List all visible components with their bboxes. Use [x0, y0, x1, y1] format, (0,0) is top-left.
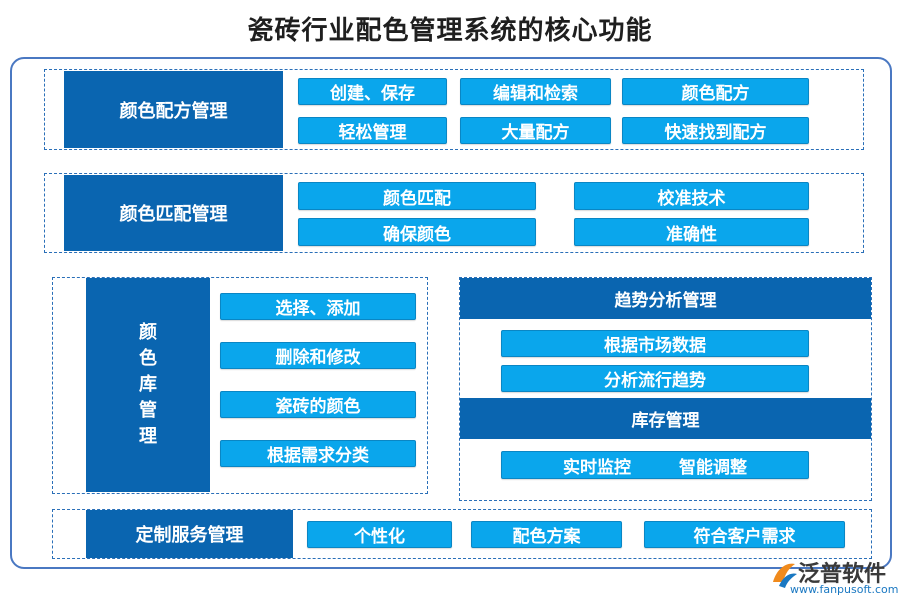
- formula-header: 颜色配方管理: [64, 71, 283, 148]
- library-header-char-4: 管: [139, 400, 157, 421]
- inventory-item-realtime: 实时监控: [563, 457, 631, 478]
- matching-item-color-match: 颜色匹配: [298, 182, 536, 210]
- matching-header: 颜色匹配管理: [64, 175, 283, 251]
- formula-item-create-save: 创建、保存: [298, 78, 447, 105]
- library-item-classify: 根据需求分类: [220, 440, 416, 467]
- logo-url: www.fanpusoft.com: [790, 583, 899, 596]
- library-section: [52, 277, 428, 494]
- matching-section: [44, 173, 864, 253]
- inventory-items-box: 实时监控 智能调整: [501, 451, 809, 479]
- library-header: 颜 色 库 管 理: [86, 278, 210, 492]
- matching-item-ensure-color: 确保颜色: [298, 218, 536, 246]
- diagram-title: 瓷砖行业配色管理系统的核心功能: [247, 16, 653, 46]
- formula-section: [44, 69, 864, 150]
- custom-item-color-scheme: 配色方案: [471, 521, 622, 548]
- formula-item-easy-manage: 轻松管理: [298, 117, 447, 144]
- library-item-select-add: 选择、添加: [220, 293, 416, 320]
- formula-item-edit-search: 编辑和检索: [460, 78, 611, 105]
- library-header-char-1: 颜: [139, 322, 157, 343]
- library-header-char-5: 理: [139, 426, 157, 447]
- custom-section: [52, 509, 872, 559]
- fanpu-logo-icon: [773, 563, 797, 588]
- custom-header: 定制服务管理: [86, 510, 293, 558]
- trend-item-market-data: 根据市场数据: [501, 330, 809, 357]
- library-item-delete-modify: 删除和修改: [220, 342, 416, 369]
- logo-name: 泛普软件: [798, 562, 887, 587]
- trend-inventory-section: [459, 277, 872, 501]
- inventory-header: 库存管理: [460, 398, 871, 439]
- matching-item-calibration: 校准技术: [574, 182, 809, 210]
- custom-item-personalized: 个性化: [307, 521, 452, 548]
- matching-item-accuracy: 准确性: [574, 218, 809, 246]
- custom-item-customer-needs: 符合客户需求: [644, 521, 845, 548]
- trend-header: 趋势分析管理: [460, 278, 871, 319]
- formula-item-quick-find: 快速找到配方: [622, 117, 809, 144]
- trend-item-analyze-trends: 分析流行趋势: [501, 365, 809, 392]
- library-item-tile-colors: 瓷砖的颜色: [220, 391, 416, 418]
- formula-item-color-formula: 颜色配方: [622, 78, 809, 105]
- library-header-char-3: 库: [139, 374, 157, 395]
- outer-frame: [10, 57, 892, 569]
- inventory-item-smart-adjust: 智能调整: [679, 457, 747, 478]
- formula-item-bulk-formula: 大量配方: [460, 117, 611, 144]
- library-header-char-2: 色: [139, 348, 157, 369]
